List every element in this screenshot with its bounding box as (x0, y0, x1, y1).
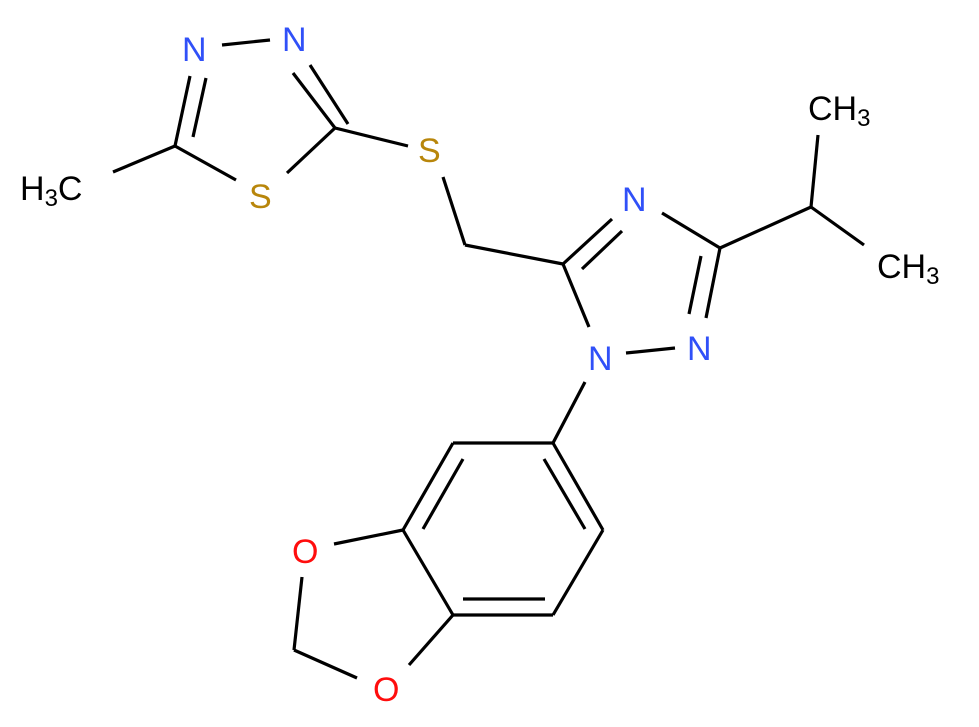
atom-o: O (292, 533, 318, 571)
dioxole-ring (292, 528, 455, 680)
atom-n: N (282, 21, 307, 59)
thiadiazole-ring (112, 38, 409, 182)
atom-n: N (687, 330, 712, 368)
atom-s-linker: S (418, 132, 441, 170)
atom-n: N (622, 181, 647, 219)
atom-n: N (588, 340, 613, 378)
ch2-triazole-bond (464, 243, 564, 266)
methyl-label: H3C (20, 170, 82, 212)
atom-s: S (249, 178, 272, 216)
benzene-ring (401, 441, 605, 617)
triazole-ring (551, 134, 865, 444)
atom-n: N (182, 31, 207, 69)
s-ch2-bond (441, 176, 467, 246)
ch3-bottom-label: CH3 (877, 248, 939, 290)
ch3-top-label: CH3 (808, 90, 870, 132)
atom-o: O (373, 671, 399, 709)
